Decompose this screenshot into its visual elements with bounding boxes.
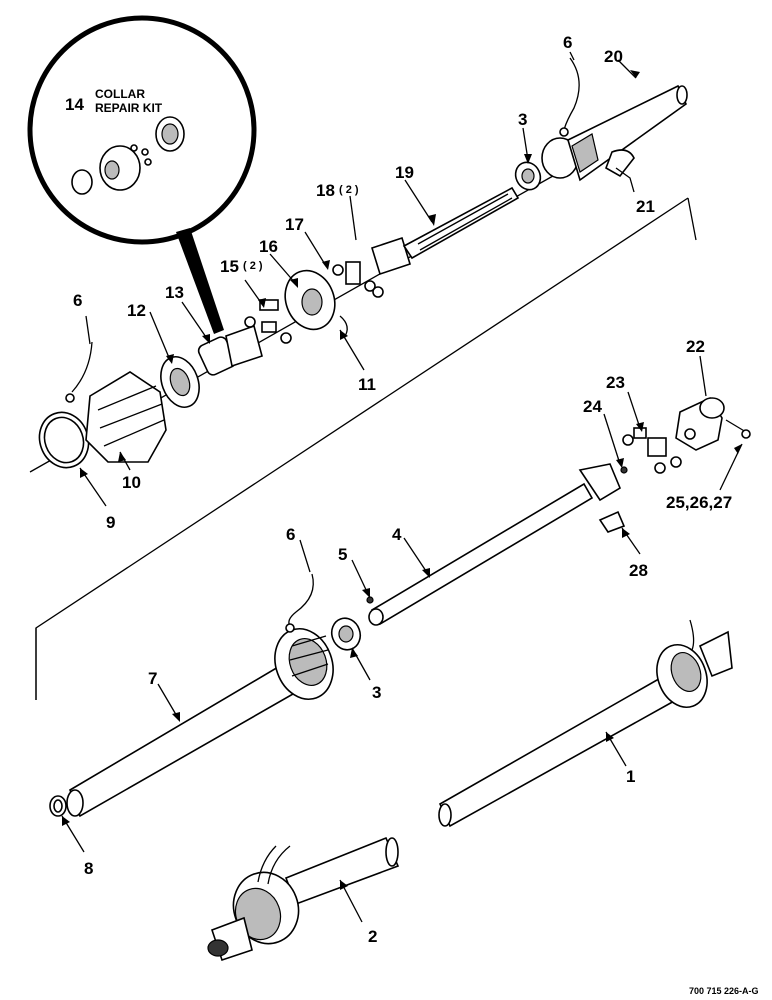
callout-6-left: 6 xyxy=(73,291,82,310)
kit-label-line1: COLLAR xyxy=(95,87,145,101)
callout-6-top: 6 xyxy=(563,33,572,52)
callout-19: 19 xyxy=(395,163,414,182)
callout-14: 14 xyxy=(65,95,84,114)
callout-4: 4 xyxy=(392,525,402,544)
callout-9: 9 xyxy=(106,513,115,532)
callout-15-qty: ( 2 ) xyxy=(243,260,263,272)
callout-28: 28 xyxy=(629,561,648,580)
callout-25-26-27: 25,26,27 xyxy=(666,493,732,512)
collar-repair-kit-detail xyxy=(27,15,257,334)
upper-assembly xyxy=(29,57,688,473)
drawing-code: 700 715 226-A-G xyxy=(689,986,759,996)
callout-6-lower: 6 xyxy=(286,525,295,544)
kit-label-line2: REPAIR KIT xyxy=(95,101,163,115)
callout-12: 12 xyxy=(127,301,146,320)
callout-2: 2 xyxy=(368,927,377,946)
outer-tube-assembly xyxy=(49,573,334,818)
callout-22: 22 xyxy=(686,337,705,356)
callout-20: 20 xyxy=(604,47,623,66)
callout-7: 7 xyxy=(148,669,157,688)
callout-23: 23 xyxy=(606,373,625,392)
callout-10: 10 xyxy=(122,473,141,492)
leader-lines xyxy=(61,51,743,923)
callout-18-qty: ( 2 ) xyxy=(339,184,359,196)
callout-labels: 6 20 3 19 21 18 ( 2 ) 17 16 15 ( 2 ) 14 … xyxy=(65,33,759,996)
callout-21: 21 xyxy=(636,197,655,216)
callout-13: 13 xyxy=(165,283,184,302)
callout-17: 17 xyxy=(285,215,304,234)
callout-16: 16 xyxy=(259,237,278,256)
callout-18: 18 xyxy=(316,181,335,200)
callout-8: 8 xyxy=(84,859,93,878)
callout-1: 1 xyxy=(626,767,635,786)
callout-15: 15 xyxy=(220,257,239,276)
callout-11: 11 xyxy=(358,375,376,394)
callout-5: 5 xyxy=(338,545,347,564)
group-outline xyxy=(35,197,697,700)
callout-3-upper: 3 xyxy=(518,110,527,129)
callout-3-lower: 3 xyxy=(372,683,381,702)
middle-assembly xyxy=(330,396,751,651)
callout-24: 24 xyxy=(583,397,602,416)
complete-shaft-assembly xyxy=(207,619,733,962)
